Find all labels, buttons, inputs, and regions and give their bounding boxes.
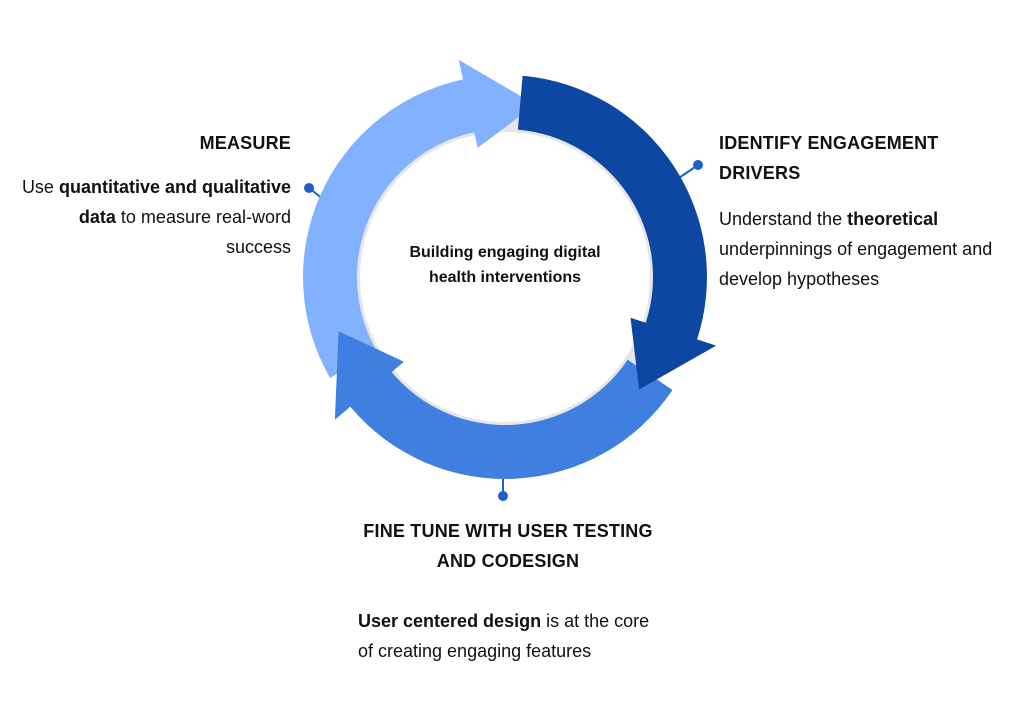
finetune-connector-dot	[498, 491, 508, 501]
finetune-description: User centered design is at the core of c…	[358, 606, 658, 666]
identify-connector-dot	[693, 160, 703, 170]
identify-desc-prefix: Understand the	[719, 209, 848, 229]
identify-heading: IDENTIFY ENGAGEMENT DRIVERS	[719, 133, 939, 183]
identify-desc-bold: theoretical	[847, 209, 939, 229]
measure-description: Use quantitative and qualitative data to…	[11, 172, 291, 262]
measure-connector-dot	[304, 183, 314, 193]
finetune-stage: FINE TUNE WITH USER TESTING AND CODESIGN…	[358, 516, 658, 666]
measure-heading: MEASURE	[199, 133, 291, 153]
identify-arrow	[517, 75, 717, 390]
identify-description: Understand the theoretical underpinnings…	[719, 204, 1009, 294]
identify-stage: IDENTIFY ENGAGEMENT DRIVERS Understand t…	[719, 128, 1009, 294]
measure-stage: MEASURE Use quantitative and qualitative…	[11, 128, 291, 262]
measure-desc-prefix: Use	[21, 177, 59, 197]
measure-desc-bold: quantitative and qualitative data	[58, 177, 291, 227]
finetune-heading: FINE TUNE WITH USER TESTING AND CODESIGN	[363, 521, 653, 571]
center-label: Building engaging digital health interve…	[409, 244, 601, 286]
finetune-desc-suffix: is at the core of creating engaging feat…	[358, 611, 650, 661]
measure-arrow	[303, 59, 536, 379]
measure-desc-suffix: to measure real-word success	[115, 207, 291, 257]
finetune-arrow	[334, 331, 673, 479]
finetune-desc-bold: User centered design	[358, 611, 542, 631]
identify-desc-suffix: underpinnings of engagement and develop …	[719, 239, 993, 289]
